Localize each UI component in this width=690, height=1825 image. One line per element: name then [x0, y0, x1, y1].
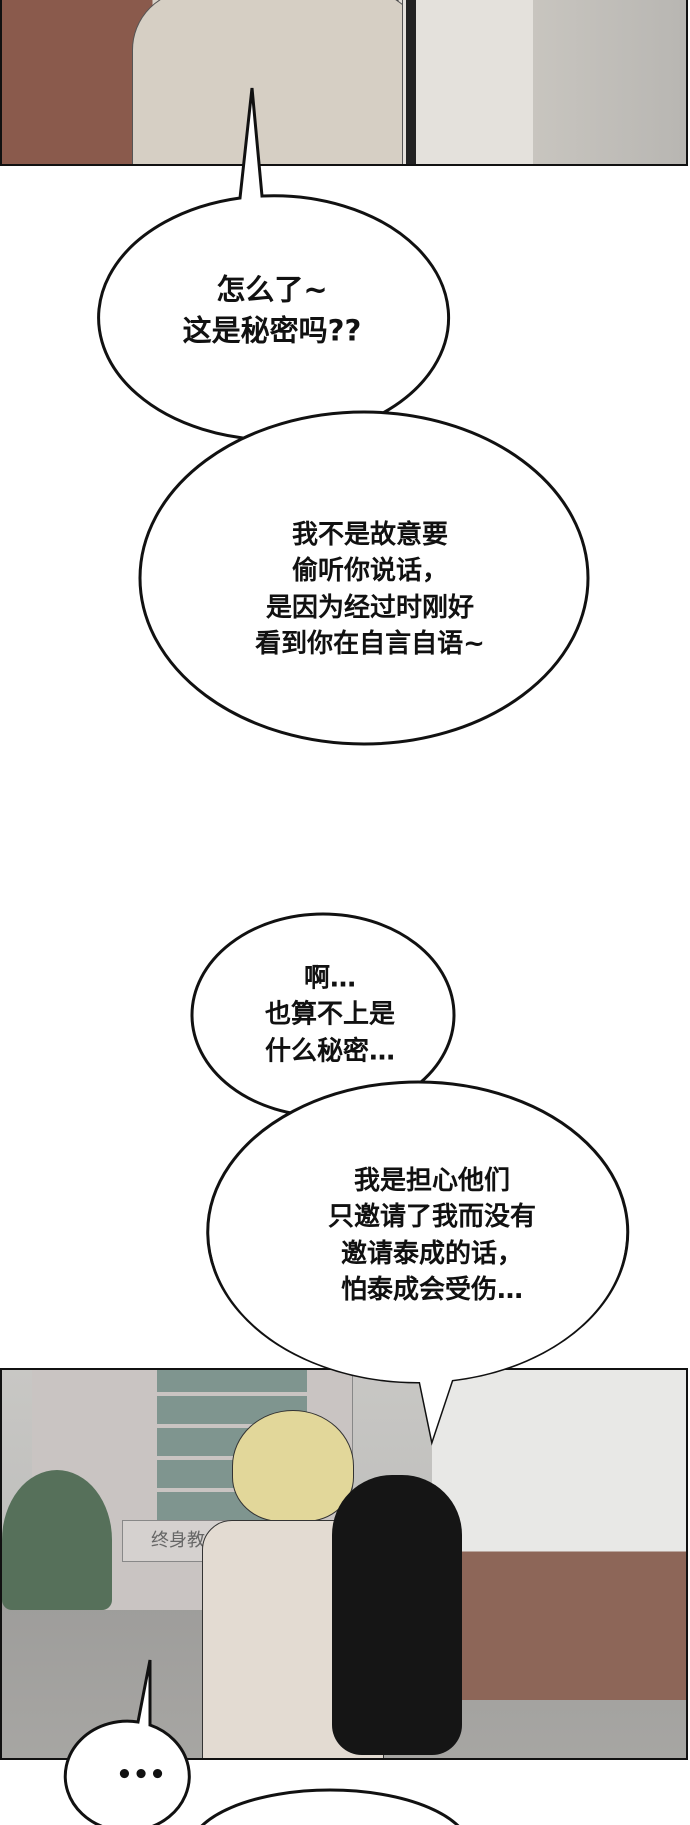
- brick-building: [432, 1370, 686, 1700]
- bubble-6: [200, 1788, 460, 1825]
- dialogue-line: 也算不上是: [264, 999, 396, 1030]
- comic-panel-1: [0, 0, 688, 166]
- dialogue-line: 啊…: [303, 963, 357, 994]
- dialogue-line: 我不是故意要: [291, 520, 449, 551]
- dialogue-line: 只邀请了我而没有: [327, 1202, 537, 1233]
- blonde-student: [232, 1410, 354, 1522]
- dialogue-line: 怎么了~: [216, 272, 328, 307]
- student-back: [132, 0, 424, 164]
- dialogue-line: 邀请泰成的话，: [340, 1239, 524, 1269]
- comic-panel-2: 终身教: [0, 1368, 688, 1760]
- bubble-1-text: 怎么了~ 这是秘密吗??: [183, 269, 362, 350]
- bubble-3-text: 啊… 也算不上是 什么秘密…: [265, 960, 395, 1069]
- dialogue-line: •••: [116, 1759, 166, 1790]
- necktie: [406, 0, 416, 164]
- dialogue-line: 我是担心他们: [353, 1166, 511, 1197]
- dialogue-line: 是因为经过时刚好: [265, 593, 475, 623]
- trees: [2, 1470, 112, 1610]
- bubble-2-text: 我不是故意要 偷听你说话， 是因为经过时刚好 看到你在自言自语~: [255, 517, 485, 663]
- bubble-4-text: 我是担心他们 只邀请了我而没有 邀请泰成的话， 怕泰成会受伤…: [328, 1163, 536, 1309]
- black-hair-student: [332, 1475, 462, 1755]
- dialogue-line: 怕泰成会受伤…: [340, 1275, 524, 1306]
- dialogue-line: 偷听你说话，: [291, 556, 449, 587]
- bubble-5-text: •••: [116, 1757, 166, 1793]
- student-facing: [402, 0, 533, 164]
- dialogue-line: 看到你在自言自语~: [255, 629, 485, 660]
- dialogue-line: 这是秘密吗??: [182, 313, 362, 347]
- dialogue-line: 什么秘密…: [264, 1036, 396, 1067]
